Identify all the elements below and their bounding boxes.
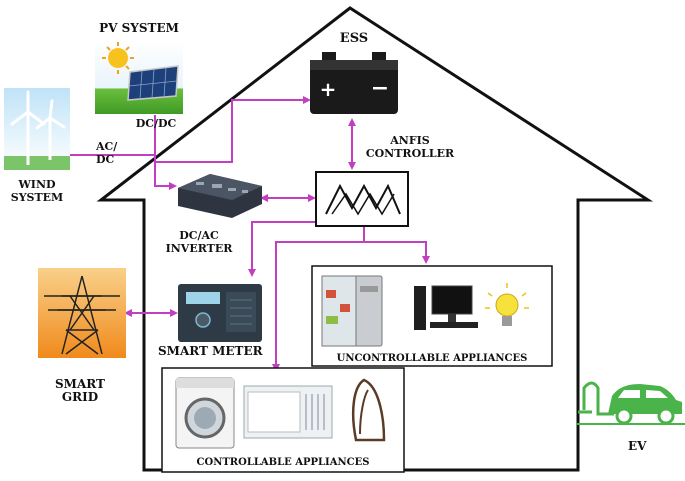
electric-car-icon [576, 381, 685, 425]
anfis-label-line1: ANFIS [390, 134, 430, 147]
controllable-appliances-label: CONTROLLABLE APPLIANCES [196, 457, 370, 468]
anfis-to-uncontrollable-line [363, 226, 430, 264]
pv-system-label: PV SYSTEM [99, 21, 179, 35]
anfis-to-controllable-line [272, 241, 364, 372]
anfis-to-meter-line [248, 221, 320, 277]
wind-label-line1: WIND [18, 178, 56, 191]
smart-meter-label: SMART METER [158, 344, 263, 358]
pv-bus-line [154, 115, 177, 190]
dcac-label-line1: DC/AC [179, 229, 219, 242]
smart-grid-label: SMART GRID [40, 378, 120, 404]
uncontrollable-appliances-label: UNCONTROLLABLE APPLIANCES [336, 353, 528, 364]
wind-system-label: WIND SYSTEM [0, 178, 74, 204]
anfis-controller-box [315, 171, 409, 227]
connectors [70, 96, 430, 372]
dc-dc-label: DC/DC [135, 117, 177, 130]
ess-label: ESS [339, 31, 369, 46]
anfis-controller-label: ANFIS CONTROLLER [360, 134, 460, 160]
solar-panel-icon [95, 40, 183, 114]
refrigerator-icon [321, 275, 383, 347]
anfis-label-line2: CONTROLLER [365, 147, 455, 160]
computer-icon [414, 285, 478, 330]
dcac-label-line2: INVERTER [165, 242, 233, 255]
inverter-icon [178, 174, 262, 218]
wind-turbine-icon [4, 88, 70, 170]
iron-icon [351, 378, 386, 442]
transmission-tower-icon [38, 268, 126, 358]
ev-label: EV [628, 439, 647, 453]
smart-grid-label-line2: GRID [61, 390, 99, 404]
ac-dc-label: AC/ DC [96, 140, 117, 166]
dc-ac-inverter-label: DC/AC INVERTER [156, 229, 242, 255]
svg-text:+: + [320, 77, 337, 101]
ac-dc-label-line2: DC [96, 153, 115, 166]
wind-label-line2: SYSTEM [10, 191, 64, 204]
battery-icon: + − [310, 52, 398, 114]
light-bulb-icon [485, 283, 529, 326]
svg-text:−: − [371, 75, 389, 101]
air-conditioner-icon [243, 385, 333, 439]
washing-machine-icon [175, 377, 235, 449]
smart-grid-label-line1: SMART [55, 377, 105, 391]
ac-dc-label-line1: AC/ [96, 140, 118, 153]
smart-meter-icon [178, 284, 262, 342]
bus-to-ess-line [155, 96, 311, 163]
